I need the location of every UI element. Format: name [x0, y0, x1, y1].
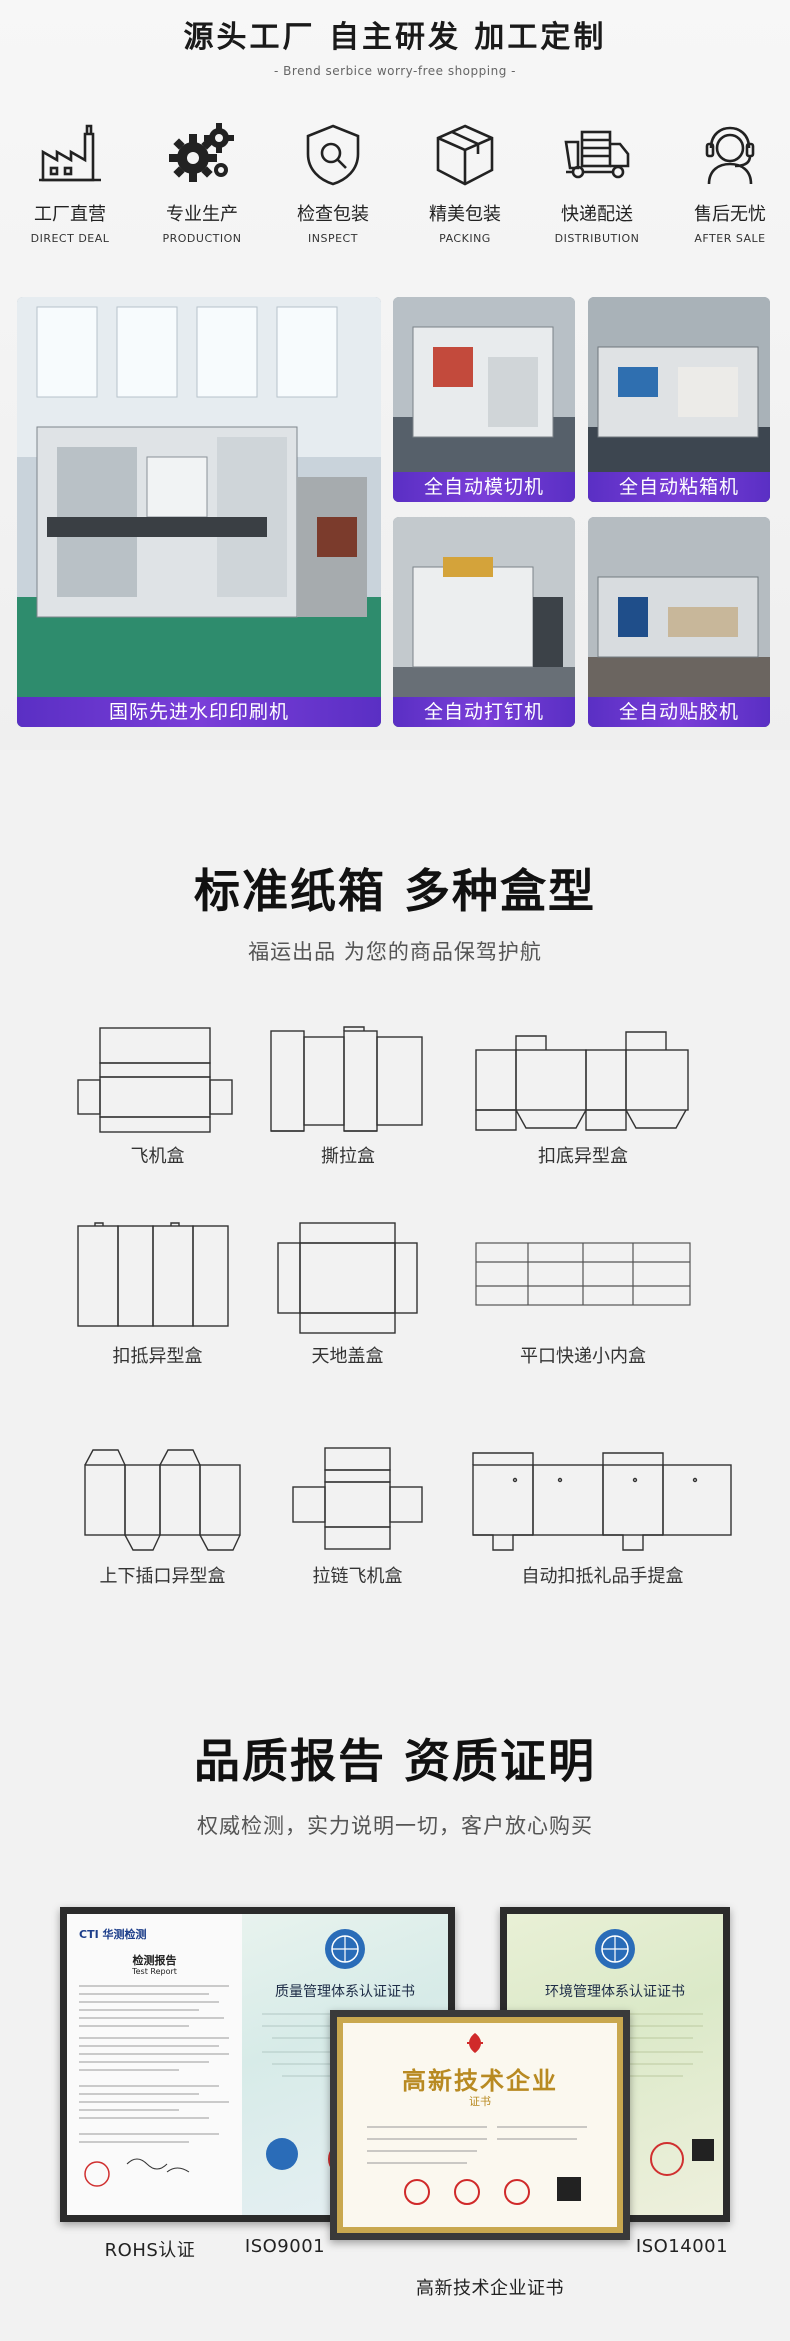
certificates-subtitle: 权威检测，实力说明一切，客户放心购买 [197, 1814, 593, 1838]
service-after-sale: 售后无忧 AFTER SALE [665, 120, 790, 245]
gluing-photo: 全自动粘箱机 [588, 297, 770, 502]
service-inspect: 检查包装 INSPECT [268, 120, 398, 245]
gluing-caption: 全自动粘箱机 [588, 472, 770, 502]
factory-icon [39, 124, 101, 182]
service-direct-deal: 工厂直营 DIRECT DEAL [5, 120, 135, 245]
box-gift-handle: 自动扣抵礼品手提盒 [470, 1445, 735, 1587]
box-zipper-airplane: 拉链飞机盒 [285, 1445, 430, 1587]
box-airplane: 飞机盒 [75, 1025, 240, 1167]
die-cutting-photo: 全自动模切机 [393, 297, 575, 502]
taping-caption: 全自动贴胶机 [588, 697, 770, 727]
box-types-section: 标准纸箱 多种盒型 福运出品 为您的商品保驾护航 飞机盒 撕拉盒 扣底异型盒 [0, 750, 790, 1680]
factory-section: 源头工厂 自主研发 加工定制 - Brend serbice worry-fre… [0, 0, 790, 750]
taping-photo: 全自动贴胶机 [588, 517, 770, 727]
gears-icon [169, 123, 234, 182]
box-types-title: 标准纸箱 多种盒型 [193, 864, 596, 918]
iso9001-label: ISO9001 [244, 2236, 326, 2257]
inspect-icon [306, 124, 360, 186]
package-icon [436, 124, 494, 186]
die-cutting-caption: 全自动模切机 [393, 472, 575, 502]
hightech-frame: 高新技术企业 证书 [330, 2010, 630, 2240]
stapling-photo: 全自动打钉机 [393, 517, 575, 727]
iso14001-label: ISO14001 [635, 2236, 729, 2257]
service-packing: 精美包装 PACKING [400, 120, 530, 245]
box-flat-mailer: 平口快递小内盒 [473, 1240, 693, 1367]
rohs-report-page: CTI 华测检测 检测报告 Test Report [67, 1914, 242, 2215]
support-icon [705, 126, 755, 185]
box-buckle-lid: 扣抵异型盒 [75, 1220, 240, 1367]
service-icons-row: 工厂直营 DIRECT DEAL [0, 120, 790, 250]
certificates-section: 品质报告 资质证明 权威检测，实力说明一切，客户放心购买 CTI 华测检测 检测… [0, 1680, 790, 2341]
factory-subtitle: - Brend serbice worry-free shopping - [274, 64, 516, 78]
certificates-title: 品质报告 资质证明 [193, 1734, 596, 1788]
hightech-label: 高新技术企业证书 [416, 2278, 564, 2299]
big-photo-caption: 国际先进水印印刷机 [17, 697, 381, 727]
box-top-bottom-tuck: 上下插口异型盒 [75, 1445, 250, 1587]
box-buckle-bottom: 扣底异型盒 [473, 1025, 693, 1167]
factory-title: 源头工厂 自主研发 加工定制 [183, 20, 607, 55]
box-tear: 撕拉盒 [268, 1025, 428, 1167]
service-distribution: 快递配送 DISTRIBUTION [532, 120, 662, 245]
printing-machine-photo: 国际先进水印印刷机 [17, 297, 381, 727]
box-lid-base: 天地盖盒 [275, 1220, 420, 1367]
truck-icon [564, 130, 630, 179]
box-types-subtitle: 福运出品 为您的商品保驾护航 [248, 940, 542, 964]
stapling-caption: 全自动打钉机 [393, 697, 575, 727]
rohs-label: ROHS认证 [104, 2240, 196, 2261]
service-production: 专业生产 PRODUCTION [137, 120, 267, 245]
